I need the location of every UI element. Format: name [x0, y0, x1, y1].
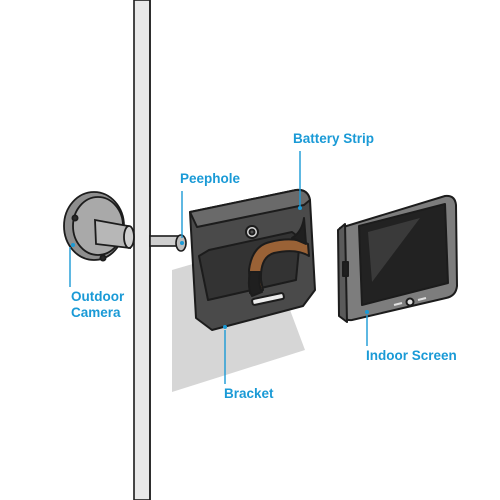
peephole-label: Peephole	[180, 171, 241, 186]
bracket-label: Bracket	[224, 386, 274, 401]
outdoor-camera-label-line1: Outdoor	[71, 289, 125, 304]
callout-leaders	[69, 151, 368, 384]
outdoor-camera	[63, 191, 135, 262]
peephole-tube	[149, 234, 187, 252]
bracket	[189, 188, 316, 331]
outdoor-camera-label-line2: Camera	[71, 305, 121, 320]
battery-strip-label: Battery Strip	[293, 131, 375, 146]
indoor-screen	[337, 194, 458, 323]
indoor-screen-label: Indoor Screen	[366, 348, 457, 363]
outdoor-camera-label: Outdoor Camera	[71, 289, 124, 321]
